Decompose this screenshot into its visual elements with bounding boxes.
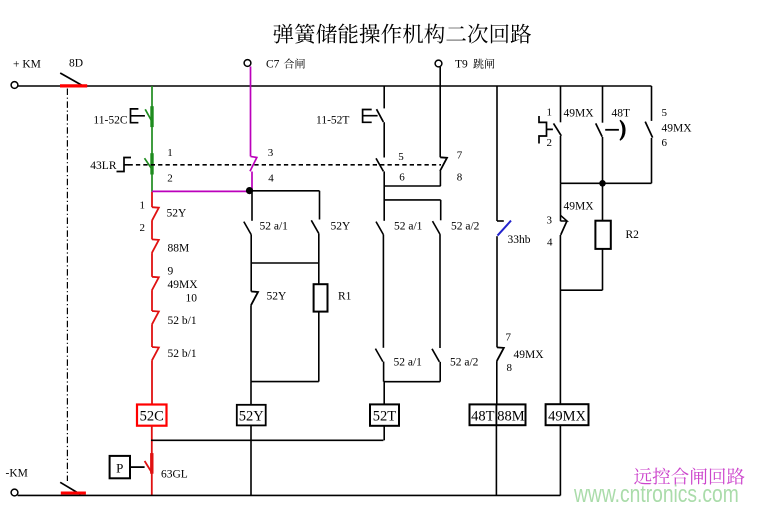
svg-text:2: 2	[547, 137, 553, 149]
svg-text:11-52C: 11-52C	[93, 115, 127, 127]
svg-text:P: P	[116, 461, 123, 476]
svg-text:1: 1	[547, 107, 553, 119]
svg-text:63GL: 63GL	[161, 469, 188, 481]
svg-text:49MX: 49MX	[662, 123, 693, 135]
svg-text:R1: R1	[338, 291, 352, 303]
svg-text:1: 1	[167, 147, 173, 159]
svg-text:52C: 52C	[140, 409, 164, 425]
svg-text:52 a/1: 52 a/1	[260, 221, 289, 233]
svg-text:48T: 48T	[612, 108, 631, 120]
svg-text:7: 7	[506, 332, 512, 344]
svg-text:8: 8	[507, 362, 513, 374]
svg-text:52Y: 52Y	[267, 291, 288, 303]
svg-text:10: 10	[186, 293, 198, 305]
svg-text:C7: C7	[266, 59, 280, 71]
svg-text:9: 9	[168, 266, 174, 278]
svg-text:52 a/2: 52 a/2	[451, 221, 480, 233]
svg-text:11-52T: 11-52T	[316, 115, 349, 127]
svg-text:3: 3	[268, 147, 274, 159]
svg-text:43LR: 43LR	[90, 160, 117, 172]
svg-text:52Y: 52Y	[239, 409, 265, 425]
svg-text:5: 5	[662, 107, 668, 119]
svg-text:+ KM: + KM	[13, 59, 41, 71]
svg-text:6: 6	[399, 172, 405, 184]
svg-text:52 a/1: 52 a/1	[394, 357, 423, 369]
svg-text:49MX: 49MX	[548, 409, 586, 425]
svg-text:49MX: 49MX	[514, 349, 545, 361]
svg-text:52 a/1: 52 a/1	[394, 221, 423, 233]
svg-text:52T: 52T	[373, 409, 397, 425]
svg-text:3: 3	[547, 215, 553, 227]
svg-text:49MX: 49MX	[564, 108, 595, 120]
svg-text:6: 6	[662, 137, 668, 149]
svg-text:49MX: 49MX	[564, 201, 595, 213]
svg-text:52 b/1: 52 b/1	[168, 348, 197, 360]
svg-text:5: 5	[398, 151, 404, 163]
svg-text:48T: 48T	[471, 409, 495, 425]
svg-text:7: 7	[457, 150, 463, 162]
svg-text:www.cntronics.com: www.cntronics.com	[573, 481, 739, 508]
svg-text:33hb: 33hb	[508, 234, 531, 246]
svg-text:1: 1	[140, 200, 146, 212]
svg-text:52Y: 52Y	[167, 208, 188, 220]
svg-text:8D: 8D	[69, 58, 83, 70]
svg-text:2: 2	[167, 173, 173, 185]
svg-text:52 a/2: 52 a/2	[450, 357, 479, 369]
svg-text:2: 2	[140, 222, 146, 234]
svg-text:T9: T9	[455, 59, 468, 71]
svg-text:88M: 88M	[168, 243, 190, 255]
svg-text:4: 4	[547, 237, 553, 249]
svg-text:49MX: 49MX	[168, 279, 199, 291]
svg-text:-KM: -KM	[6, 468, 28, 480]
svg-text:52 b/1: 52 b/1	[168, 315, 197, 327]
svg-text:52Y: 52Y	[331, 221, 352, 233]
svg-text:R2: R2	[626, 229, 640, 241]
svg-text:88M: 88M	[497, 409, 525, 425]
svg-text:4: 4	[268, 173, 274, 185]
svg-text:8: 8	[457, 172, 463, 184]
